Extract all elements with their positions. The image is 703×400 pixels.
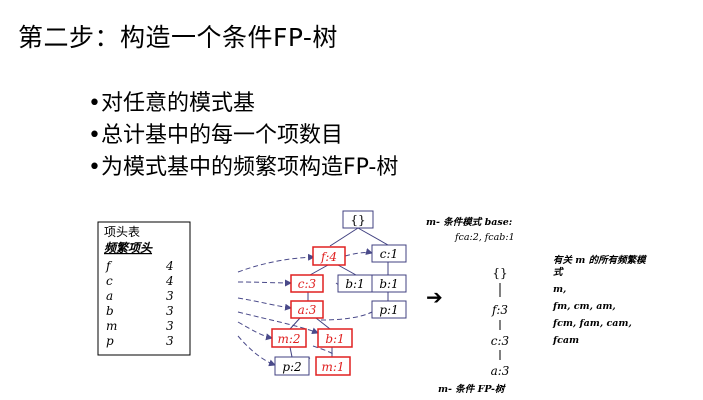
frequent-pattern-line: fm, cm, am,	[552, 301, 616, 312]
page-title: 第二步：构造一个条件FP-树	[18, 23, 338, 52]
header-table-border	[97, 221, 191, 356]
tree-node-label: p:2	[282, 360, 301, 374]
tree-root-node	[342, 210, 374, 229]
frequent-patterns: 有关 m 的所有频繁模 式 m, fm, cm, am, fcm, fam, c…	[552, 254, 648, 346]
header-item: f	[105, 259, 113, 273]
tree-root-label: {}	[350, 213, 365, 227]
tree-node-m1	[315, 356, 351, 376]
header-item: p	[106, 334, 114, 348]
tree-node-c3	[290, 274, 324, 293]
tree-node-label: b:1	[325, 332, 344, 346]
tree-edges	[289, 227, 389, 358]
frequent-heading: 有关 m 的所有频繁模	[553, 254, 648, 266]
header-count: 3	[166, 289, 174, 303]
header-count: 3	[166, 334, 174, 348]
bullet-list: 对任意的模式基 总计基中的每一个项数目 为模式基中的频繁项构造FP-树	[88, 88, 398, 184]
frequent-pattern-line: fcm, fam, cam,	[552, 318, 632, 329]
cond-tree-caption: m- 条件 FP-树	[438, 383, 506, 395]
header-item: a	[106, 289, 113, 303]
bullet-item: 为模式基中的频繁项构造FP-树	[88, 152, 398, 184]
header-item: c	[106, 274, 113, 288]
tree-node-label: m:1	[321, 360, 344, 374]
pattern-base-values: fca:2, fcab:1	[454, 232, 515, 243]
header-item: b	[106, 304, 114, 318]
tree-node-c1	[371, 244, 407, 263]
cond-tree-node: a:3	[491, 364, 510, 378]
header-count: 4	[165, 259, 174, 273]
header-item: m	[106, 319, 117, 333]
tree-node-label: c:1	[380, 247, 398, 261]
tree-node-label: m:2	[277, 332, 300, 346]
tree-node-label: b:1	[345, 277, 364, 291]
tree-node-label: f:4	[320, 250, 337, 264]
pattern-base-heading: m- 条件模式 base:	[426, 216, 512, 228]
tree-node-b1	[371, 274, 407, 293]
header-table: 项头表 频繁项头 f 4 c 4 a 3 b 3 m 3 p 3	[97, 221, 191, 356]
bullet-item: 对任意的模式基	[88, 88, 398, 120]
header-count: 3	[166, 304, 174, 318]
tree-node-p2	[274, 356, 310, 376]
conditional-tree: {} f:3 c:3 a:3	[491, 266, 510, 378]
cond-tree-root: {}	[492, 266, 507, 280]
tree-node-label: c:3	[298, 277, 317, 291]
bullet-item: 总计基中的每一个项数目	[88, 120, 398, 152]
header-count: 3	[166, 319, 174, 333]
tree-node-a3	[290, 300, 324, 319]
tree-node-p1	[371, 300, 407, 319]
header-table-title: 项头表	[104, 225, 140, 239]
header-table-column: 频繁项头	[104, 241, 153, 255]
cond-tree-node: f:3	[491, 303, 508, 317]
tree-node-label: a:3	[298, 303, 317, 317]
transform-arrow-icon: ➔	[426, 285, 443, 309]
tree-node-label: b:1	[379, 277, 398, 291]
cond-tree-node: c:3	[491, 334, 510, 348]
tree-node-m2	[271, 328, 307, 348]
header-count: 4	[165, 274, 174, 288]
tree-node-b1-highlight	[317, 328, 353, 348]
frequent-pattern-line: fcam	[552, 335, 579, 346]
tree-node-f4	[312, 246, 346, 266]
tree-node-label: p:1	[379, 303, 398, 317]
frequent-pattern-line: m,	[553, 284, 566, 295]
frequent-heading: 式	[553, 266, 564, 278]
